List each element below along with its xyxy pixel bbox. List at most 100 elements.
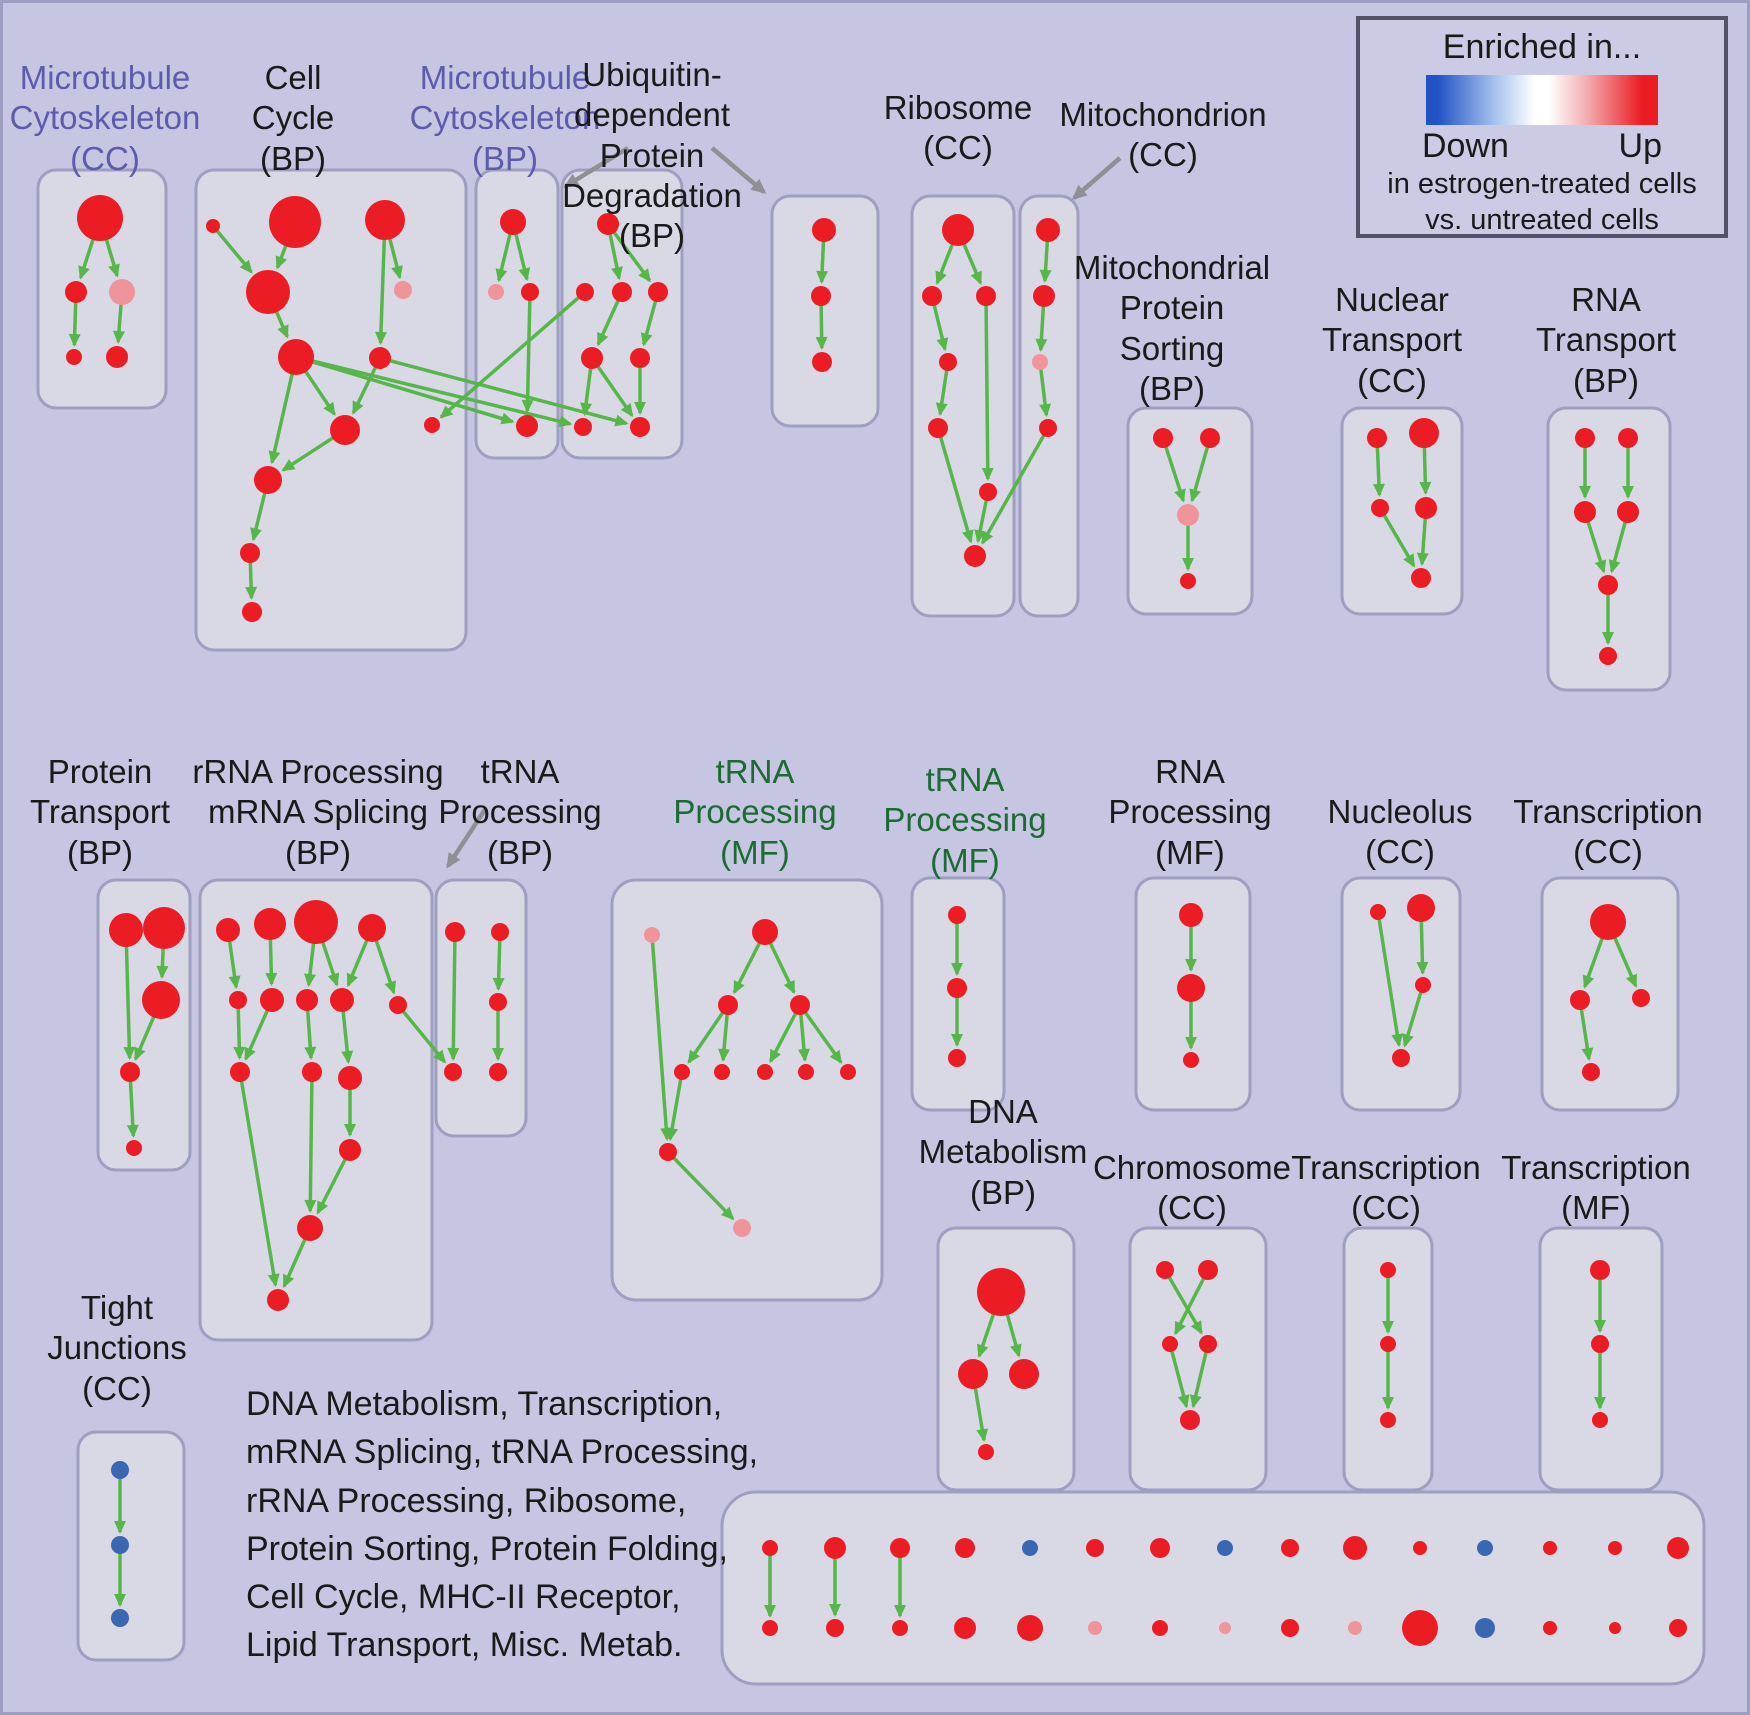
cluster-box-rna-transport-bp bbox=[1546, 406, 1672, 692]
cluster-box-ribosome-cc bbox=[910, 194, 1016, 618]
edge-arrow bbox=[123, 929, 136, 1061]
gene-node-misc-terms-15 bbox=[762, 1620, 778, 1636]
edge-arrow bbox=[1189, 1343, 1210, 1409]
gene-node-trna-processing-mf-1-8 bbox=[840, 1064, 856, 1080]
gene-node-mitochondrion-cc-1 bbox=[1033, 285, 1055, 307]
gene-node-microtubule-cytoskeleton-cc-3 bbox=[66, 349, 82, 365]
legend: Enriched in... Down Up in estrogen-treat… bbox=[1356, 16, 1728, 238]
gene-node-rna-transport-bp-5 bbox=[1599, 647, 1617, 665]
gene-node-misc-terms-27 bbox=[1543, 1621, 1557, 1635]
edge-arrow bbox=[980, 427, 1050, 545]
gene-node-transcription-cc-2-0 bbox=[1380, 1262, 1396, 1278]
gene-node-dna-metabolism-bp-3 bbox=[978, 1444, 994, 1460]
gene-node-protein-transport-bp-2 bbox=[142, 981, 180, 1019]
gene-node-chromosome-cc-3 bbox=[1199, 1335, 1217, 1353]
gene-node-trna-processing-mf-1-5 bbox=[714, 1064, 730, 1080]
gene-node-misc-terms-26 bbox=[1475, 1618, 1495, 1638]
gene-node-ribosome-cc-0 bbox=[942, 214, 974, 246]
gene-node-rrna-processing-mrna-splicing-bp-4 bbox=[229, 991, 247, 1009]
gene-node-misc-terms-1 bbox=[824, 1537, 846, 1559]
gene-node-ubiquitin-degradation-bp-2 bbox=[612, 282, 632, 302]
gene-node-nucleolus-cc-2 bbox=[1415, 977, 1431, 993]
gene-node-dna-metabolism-bp-2 bbox=[1009, 1359, 1039, 1389]
gene-node-misc-terms-12 bbox=[1543, 1541, 1557, 1555]
cluster-box-ubiquitin-degradation-bp-2 bbox=[770, 194, 880, 428]
gene-node-trna-processing-mf-1-2 bbox=[718, 995, 738, 1015]
gene-node-ribosome-cc-1 bbox=[922, 286, 942, 306]
gene-node-trna-processing-mf-1-1 bbox=[752, 919, 778, 945]
gene-node-nuclear-transport-cc-3 bbox=[1415, 497, 1437, 519]
gene-node-protein-transport-bp-1 bbox=[143, 907, 185, 949]
gene-node-rna-transport-bp-1 bbox=[1618, 428, 1638, 448]
label-pointer-arrow-0 bbox=[563, 146, 630, 188]
edge-arrow bbox=[316, 1149, 352, 1215]
gene-node-tight-junctions-cc-2 bbox=[111, 1609, 129, 1627]
gene-node-cell-cycle-bp-0 bbox=[206, 219, 220, 233]
edge-arrow bbox=[1161, 437, 1186, 503]
gene-node-ubiquitin-degradation-bp-5 bbox=[630, 348, 650, 368]
edge-arrow bbox=[295, 355, 515, 425]
gene-node-nuclear-transport-cc-1 bbox=[1409, 418, 1439, 448]
gene-node-ribosome-cc-2 bbox=[976, 286, 996, 306]
gene-node-misc-terms-18 bbox=[954, 1617, 976, 1639]
gene-node-rrna-processing-mrna-splicing-bp-5 bbox=[260, 988, 284, 1012]
edge-arrow bbox=[238, 1071, 280, 1288]
gene-node-trna-processing-mf-1-0 bbox=[644, 927, 660, 943]
legend-gradient-bar bbox=[1426, 75, 1658, 125]
gene-node-ubiquitin-degradation-bp-2-1 bbox=[811, 286, 831, 306]
gene-node-trna-processing-mf-1-7 bbox=[798, 1064, 814, 1080]
edge-arrow bbox=[1038, 361, 1052, 418]
gene-node-rna-transport-bp-4 bbox=[1598, 575, 1618, 595]
gene-node-transcription-mf-0 bbox=[1590, 1260, 1610, 1280]
gene-node-rna-processing-mf-0 bbox=[1179, 903, 1203, 927]
gene-node-protein-transport-bp-3 bbox=[120, 1062, 140, 1082]
gene-node-trna-processing-mf-1-6 bbox=[757, 1064, 773, 1080]
gene-node-misc-terms-8 bbox=[1281, 1539, 1299, 1557]
gene-node-tight-junctions-cc-1 bbox=[111, 1536, 129, 1554]
gene-node-dna-metabolism-bp-1 bbox=[958, 1359, 988, 1389]
gene-node-trna-processing-mf-2-2 bbox=[948, 1049, 966, 1067]
legend-subtitle-line1: in estrogen-treated cells bbox=[1387, 168, 1697, 200]
cluster-box-nuclear-transport-cc bbox=[1340, 406, 1464, 616]
cluster-box-microtubule-cytoskeleton-cc bbox=[36, 168, 168, 410]
gene-node-rrna-processing-mrna-splicing-bp-6 bbox=[296, 989, 318, 1011]
gene-node-chromosome-cc-0 bbox=[1156, 1261, 1174, 1279]
edge-arrow bbox=[396, 1003, 447, 1064]
gene-node-ribosome-cc-5 bbox=[979, 483, 997, 501]
gene-node-dna-metabolism-bp-0 bbox=[977, 1268, 1025, 1316]
gene-node-ribosome-cc-3 bbox=[939, 353, 957, 371]
gene-node-misc-terms-14 bbox=[1667, 1537, 1689, 1559]
edge-arrow bbox=[1378, 507, 1416, 568]
edge-arrow bbox=[981, 295, 994, 482]
gene-node-cell-cycle-bp-5 bbox=[278, 339, 314, 375]
gene-node-chromosome-cc-4 bbox=[1180, 1410, 1200, 1430]
gene-node-rna-transport-bp-0 bbox=[1575, 428, 1595, 448]
edge-arrow bbox=[1168, 1343, 1190, 1409]
gene-node-misc-terms-29 bbox=[1669, 1619, 1687, 1637]
gene-node-microtubule-cytoskeleton-bp-0 bbox=[500, 209, 526, 235]
gene-node-misc-terms-16 bbox=[826, 1619, 844, 1637]
gene-node-rrna-processing-mrna-splicing-bp-8 bbox=[389, 996, 407, 1014]
gene-node-rrna-processing-mrna-splicing-bp-7 bbox=[330, 988, 354, 1012]
gene-node-ubiquitin-degradation-bp-6 bbox=[574, 418, 592, 436]
gene-node-misc-terms-13 bbox=[1608, 1541, 1622, 1555]
edge-arrow bbox=[268, 356, 298, 465]
label-pointer-arrow-2 bbox=[1071, 156, 1122, 200]
gene-node-misc-terms-28 bbox=[1609, 1622, 1621, 1634]
gene-node-misc-terms-19 bbox=[1017, 1615, 1043, 1641]
gene-node-nuclear-transport-cc-0 bbox=[1367, 428, 1387, 448]
gene-node-misc-terms-5 bbox=[1086, 1539, 1104, 1557]
gene-node-trna-processing-bp-2 bbox=[489, 993, 507, 1011]
gene-node-transcription-cc-2-2 bbox=[1380, 1412, 1396, 1428]
gene-node-ubiquitin-degradation-bp-2-0 bbox=[812, 218, 836, 242]
gene-node-mitochondrion-cc-2 bbox=[1032, 354, 1048, 370]
edge-arrow bbox=[936, 427, 974, 544]
gene-node-trna-processing-bp-1 bbox=[491, 923, 509, 941]
gene-node-ubiquitin-degradation-bp-3 bbox=[648, 282, 668, 302]
gene-node-misc-terms-11 bbox=[1477, 1540, 1493, 1556]
gene-node-ubiquitin-degradation-bp-7 bbox=[630, 417, 650, 437]
edge-arrow bbox=[650, 934, 673, 1142]
gene-node-chromosome-cc-2 bbox=[1162, 1336, 1178, 1352]
